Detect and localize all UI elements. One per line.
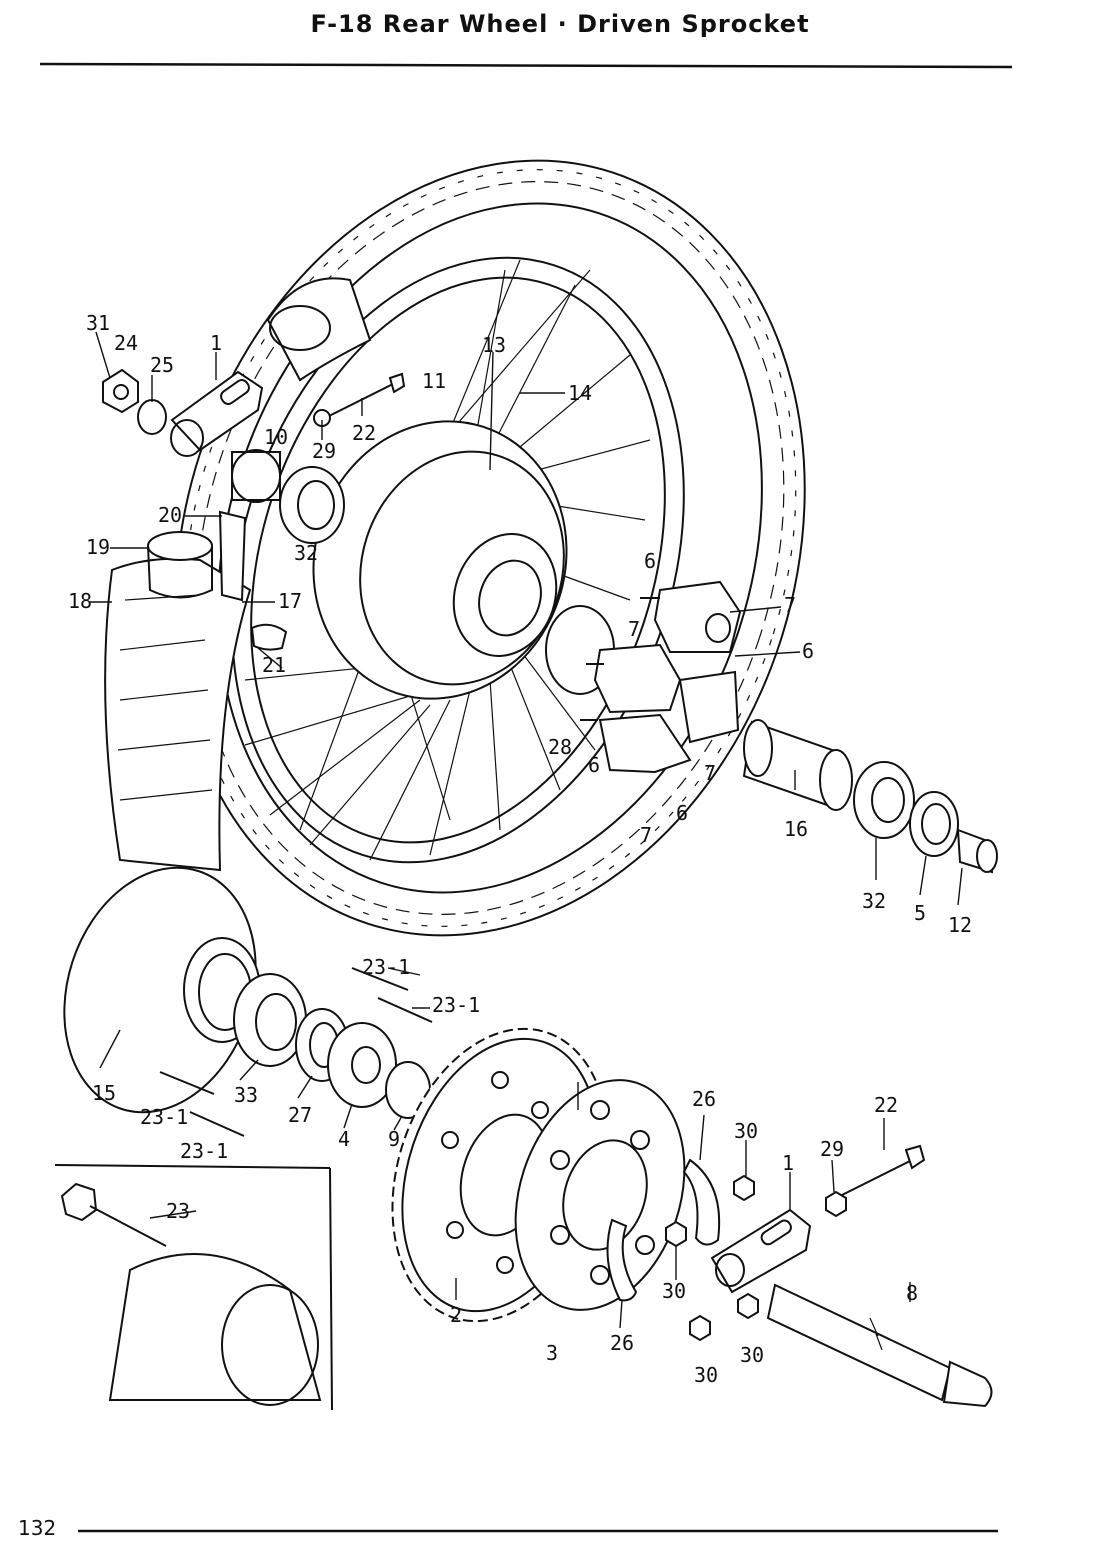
callout-10: 10 <box>264 425 288 449</box>
collar-4 <box>327 1022 397 1108</box>
brake-shoe-assembly <box>580 580 742 774</box>
callout-1-top: 1 <box>210 331 222 355</box>
bearing-33 <box>233 973 307 1067</box>
spacer-16 <box>742 719 853 811</box>
callout-7-b: 7 <box>628 617 640 641</box>
stud-23-1-a <box>351 967 409 991</box>
nut-30-d <box>737 1292 759 1320</box>
axle-nut-left <box>102 368 139 414</box>
callout-23-1-a: 23-1 <box>362 955 410 979</box>
nut-29-right <box>825 1190 847 1218</box>
tube-cutaway <box>266 277 372 382</box>
callout-29-right: 29 <box>820 1137 844 1161</box>
callout-11: 11 <box>422 369 446 393</box>
callout-25: 25 <box>150 353 174 377</box>
callout-2: 2 <box>450 1303 462 1327</box>
callout-9: 9 <box>388 1127 400 1151</box>
callout-6-c: 6 <box>588 753 600 777</box>
collar-12 <box>956 828 998 874</box>
callout-27: 27 <box>288 1103 312 1127</box>
callout-4: 4 <box>338 1127 350 1151</box>
stud-23-1-b <box>377 997 433 1023</box>
nut-30-a <box>733 1174 755 1202</box>
collar-10 <box>231 449 281 503</box>
tire-section-18 <box>104 557 252 872</box>
callout-32-right: 32 <box>862 889 886 913</box>
callout-31: 31 <box>86 311 110 335</box>
bearing-32-left <box>279 466 345 544</box>
stud-23-1-c <box>159 1071 215 1095</box>
bearing-32-right <box>853 761 915 839</box>
callout-14: 14 <box>568 381 592 405</box>
axle-8 <box>766 1283 993 1408</box>
adjuster-left <box>170 370 264 457</box>
washer-25 <box>137 399 167 435</box>
callout-6-a: 6 <box>644 549 656 573</box>
callout-23: 23 <box>166 1199 190 1223</box>
callout-12: 12 <box>948 913 972 937</box>
callout-30-c: 30 <box>740 1343 764 1367</box>
callout-24: 24 <box>114 331 138 355</box>
nut-30-c <box>689 1314 711 1342</box>
callout-23-1-c: 23-1 <box>140 1105 188 1129</box>
sprocket-plate-3 <box>514 1079 686 1311</box>
callout-6-d: 6 <box>676 801 688 825</box>
leader-lines <box>90 331 963 1329</box>
callout-22-right: 22 <box>874 1093 898 1117</box>
page-number: 132 <box>18 1516 57 1540</box>
lock-plate-26-top <box>682 1158 721 1246</box>
callout-7-a: 7 <box>784 593 796 617</box>
callout-17: 17 <box>278 589 302 613</box>
lock-plate-26-bottom <box>606 1218 638 1302</box>
seal-5 <box>909 791 959 857</box>
callout-16: 16 <box>784 817 808 841</box>
callout-18: 18 <box>68 589 92 613</box>
spokes <box>244 259 651 861</box>
bolt-22-right <box>839 1144 926 1197</box>
callout-29-top: 29 <box>312 439 336 463</box>
callout-19: 19 <box>86 535 110 559</box>
bolt-22-top <box>324 372 406 419</box>
callout-23-1-d: 23-1 <box>180 1139 228 1163</box>
adjuster-right <box>710 1208 812 1294</box>
callout-labels: 31 24 25 1 10 29 22 11 13 14 20 19 32 18… <box>68 311 972 1387</box>
stud-23-1-d <box>189 1111 245 1137</box>
callout-6-b: 6 <box>802 639 814 663</box>
callout-22-top: 22 <box>352 421 376 445</box>
callout-8: 8 <box>906 1281 918 1305</box>
tube-valve-19-20 <box>147 510 247 602</box>
header-rule <box>39 62 1013 69</box>
callout-30-b: 30 <box>662 1279 686 1303</box>
callout-30-d: 30 <box>694 1363 718 1387</box>
callout-1-right: 1 <box>782 1151 794 1175</box>
callout-32-left: 32 <box>294 541 318 565</box>
callout-33: 33 <box>234 1083 258 1107</box>
hub <box>312 420 615 700</box>
callout-13: 13 <box>482 333 506 357</box>
page-title: F-18 Rear Wheel · Driven Sprocket <box>310 10 810 38</box>
callout-23-1-b: 23-1 <box>432 993 480 1017</box>
callout-20: 20 <box>158 503 182 527</box>
callout-15: 15 <box>92 1081 116 1105</box>
callout-30-a: 30 <box>734 1119 758 1143</box>
callout-3: 3 <box>546 1341 558 1365</box>
nut-30-b <box>665 1220 687 1248</box>
callout-26-top: 26 <box>692 1087 716 1111</box>
callout-26-bottom: 26 <box>610 1331 634 1355</box>
callout-21: 21 <box>262 653 286 677</box>
callout-7-c: 7 <box>704 761 716 785</box>
callout-7-d: 7 <box>640 823 652 847</box>
callout-28: 28 <box>548 735 572 759</box>
inset-detail-23 <box>54 1164 333 1411</box>
callout-5: 5 <box>914 901 926 925</box>
rim-band-17 <box>250 623 288 651</box>
